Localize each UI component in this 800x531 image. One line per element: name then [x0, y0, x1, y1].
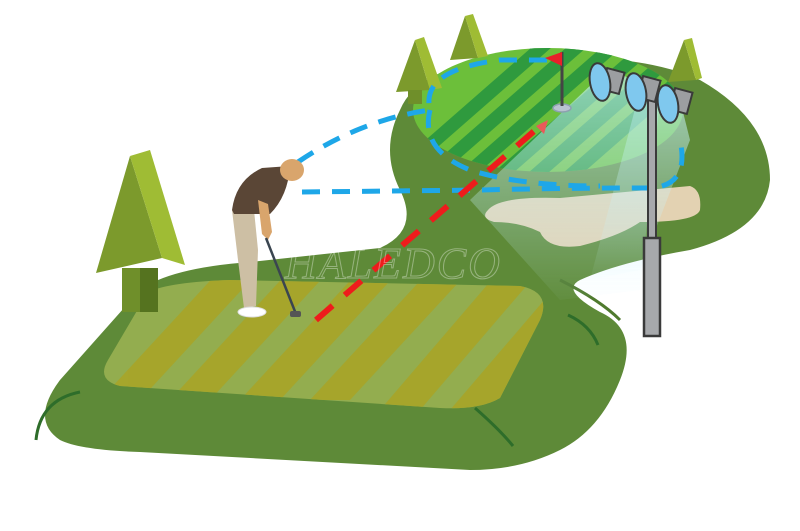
- floodlight-icon: [624, 72, 662, 112]
- golfer-putting: [232, 159, 304, 318]
- floodlight-icon: [588, 62, 626, 102]
- hole-flag: [545, 52, 572, 113]
- ball-path-blue: [296, 57, 685, 195]
- tree-top-1: [396, 37, 442, 104]
- floodlight-icon: [656, 84, 694, 124]
- light-beams: [470, 70, 690, 300]
- tree-top-2: [450, 14, 488, 60]
- putt-arrow-icon: [536, 120, 548, 134]
- light-pole: [642, 89, 662, 338]
- tree-right: [668, 38, 702, 82]
- tree-left-large: [96, 150, 185, 312]
- floodlight-cluster: [588, 62, 694, 124]
- putt-line-red: [314, 123, 542, 323]
